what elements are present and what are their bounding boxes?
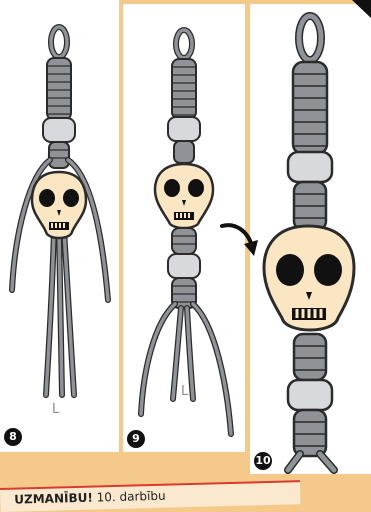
step-8-illustration	[0, 0, 119, 452]
note-body: 10. darbību	[93, 489, 166, 505]
step-10-illustration	[250, 4, 371, 474]
step-number-badge: 9	[127, 430, 145, 448]
step-10-panel: 10	[250, 4, 371, 474]
length-label: L	[52, 402, 59, 417]
length-label: L	[181, 384, 188, 399]
note-warning: UZMANĪBU!	[14, 491, 93, 507]
step-number-badge: 10	[254, 452, 272, 470]
skull-bead-icon	[264, 226, 354, 330]
step-9-panel: L 9	[123, 4, 245, 452]
note-text: UZMANĪBU! 10. darbību	[14, 489, 166, 507]
skull-bead-icon	[155, 164, 213, 228]
skull-bead-icon	[32, 172, 86, 238]
note-strip: UZMANĪBU! 10. darbību	[0, 480, 301, 512]
step-number-badge: 8	[4, 428, 22, 446]
step-8-panel: L 8	[0, 0, 119, 452]
